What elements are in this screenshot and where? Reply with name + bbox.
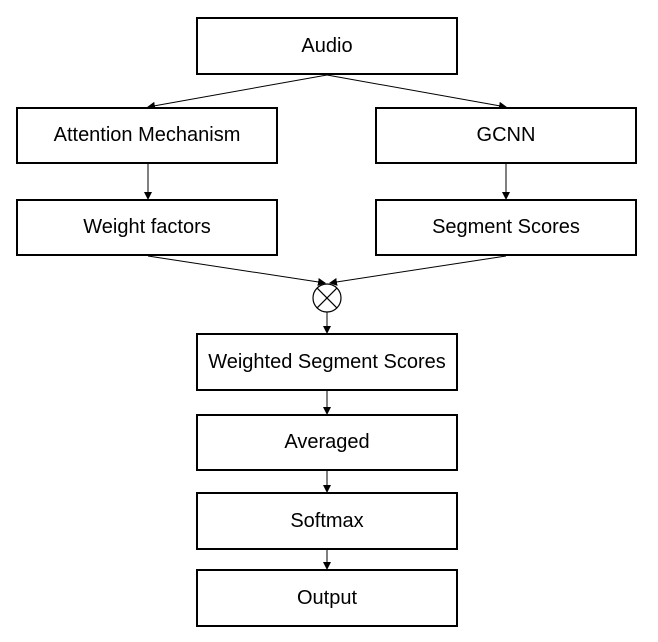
edge-segment-scores-to-operator — [329, 255, 507, 286]
node-weighted-segment-scores: Weighted Segment Scores — [196, 333, 458, 391]
node-output: Output — [196, 569, 458, 627]
multiply-circle-icon — [312, 283, 342, 313]
node-attention-mechanism: Attention Mechanism — [16, 107, 278, 164]
node-audio: Audio — [196, 17, 458, 75]
edge-weight-factors-to-operator — [147, 255, 326, 286]
node-softmax: Softmax — [196, 492, 458, 550]
node-gcnn: GCNN — [375, 107, 637, 164]
edge-audio-to-attention — [147, 74, 328, 110]
node-averaged: Averaged — [196, 414, 458, 471]
node-segment-scores: Segment Scores — [375, 199, 637, 256]
node-weight-factors: Weight factors — [16, 199, 278, 256]
edge-audio-to-gcnn — [326, 74, 507, 110]
